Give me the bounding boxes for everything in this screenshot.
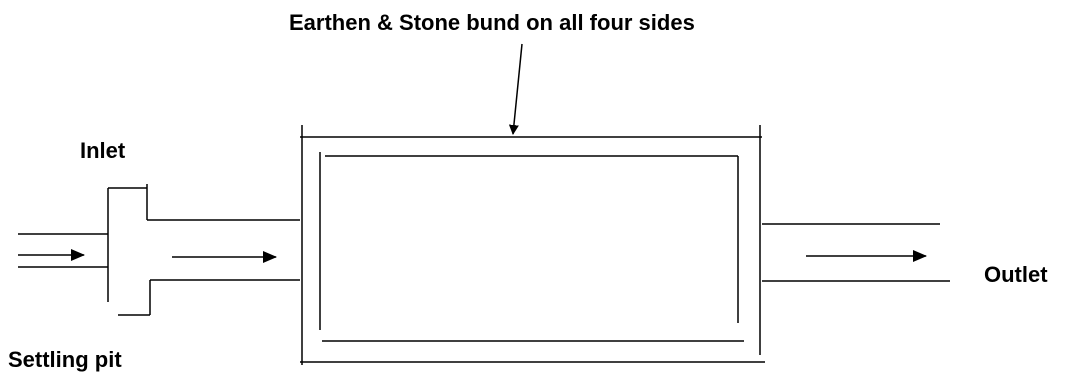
pond-inner-bund	[319, 152, 744, 342]
inlet-channel	[147, 219, 300, 281]
outlet-channel	[762, 223, 950, 282]
settling-pit	[107, 184, 151, 316]
inlet-label: Inlet	[80, 138, 126, 163]
settling-pit-label: Settling pit	[8, 347, 122, 372]
bund-label: Earthen & Stone bund on all four sides	[289, 10, 695, 35]
pond-outer-bund	[300, 125, 765, 365]
bund-leader-arrow	[508, 43, 523, 135]
incoming-channel	[18, 233, 108, 268]
outlet-label: Outlet	[984, 262, 1048, 287]
